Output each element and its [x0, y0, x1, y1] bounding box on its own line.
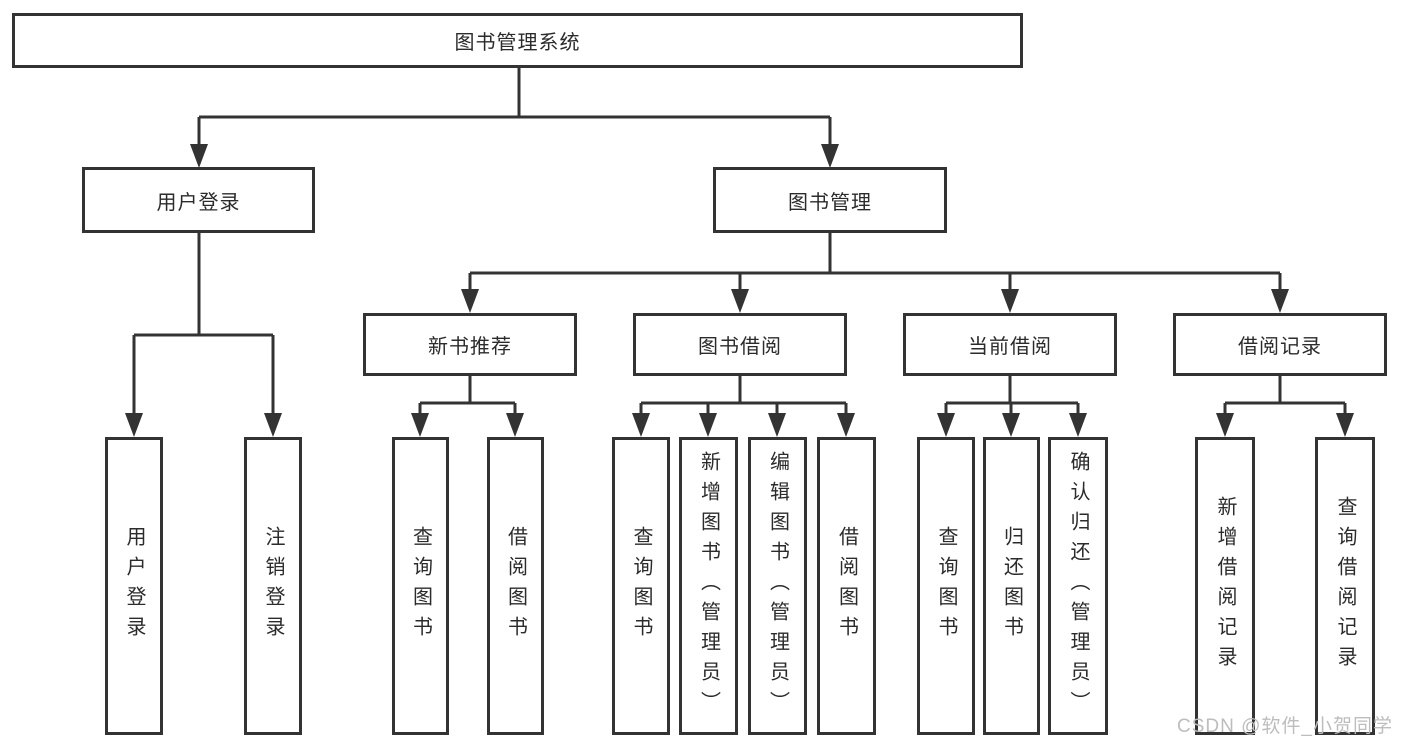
- node-book-borrow-label: 图书借阅: [698, 336, 782, 358]
- node-borrow-record-label: 借阅记录: [1238, 336, 1322, 358]
- node-book-borrow: 图书借阅: [633, 313, 847, 376]
- leaf-edit-book-admin: 编辑图书（管理员）: [748, 437, 807, 735]
- leaf-query-book-2: 查询图书: [612, 437, 670, 735]
- leaf-borrow-book-2-label: 借阅图书: [835, 526, 858, 646]
- node-root-label: 图书管理系统: [454, 32, 581, 54]
- node-new-book-recommend: 新书推荐: [363, 313, 577, 376]
- leaf-add-book-admin: 新增图书（管理员）: [679, 437, 738, 735]
- node-new-book-recommend-label: 新书推荐: [428, 336, 512, 358]
- leaf-borrow-book-1-label: 借阅图书: [504, 526, 527, 646]
- leaf-add-borrow-record-label: 新增借阅记录: [1214, 496, 1236, 676]
- leaf-logout-label: 注销登录: [262, 526, 284, 646]
- leaf-query-borrow-record-label: 查询借阅记录: [1334, 496, 1356, 676]
- leaf-query-book-1-label: 查询图书: [409, 526, 432, 646]
- arrowhead-icons: [125, 144, 1354, 437]
- node-root: 图书管理系统: [12, 13, 1023, 68]
- leaf-query-book-3: 查询图书: [917, 437, 975, 735]
- leaf-return-book: 归还图书: [983, 437, 1040, 735]
- leaf-query-book-1: 查询图书: [392, 437, 449, 735]
- leaf-query-borrow-record: 查询借阅记录: [1315, 437, 1375, 735]
- leaf-add-borrow-record: 新增借阅记录: [1195, 437, 1255, 735]
- leaf-query-book-3-label: 查询图书: [935, 526, 957, 646]
- node-book-management: 图书管理: [713, 167, 947, 233]
- node-current-borrow: 当前借阅: [903, 313, 1117, 376]
- node-user-login-label: 用户登录: [156, 191, 241, 214]
- leaf-borrow-book-1: 借阅图书: [487, 437, 544, 735]
- leaf-user-login: 用户登录: [105, 437, 163, 735]
- leaf-confirm-return-admin-label: 确认归还（管理员）: [1067, 451, 1089, 721]
- leaf-borrow-book-2: 借阅图书: [817, 437, 876, 735]
- node-book-management-label: 图书管理: [788, 191, 872, 214]
- leaf-logout: 注销登录: [244, 437, 302, 735]
- leaf-confirm-return-admin: 确认归还（管理员）: [1048, 437, 1108, 735]
- leaf-add-book-admin-label: 新增图书（管理员）: [697, 451, 720, 721]
- leaf-edit-book-admin-label: 编辑图书（管理员）: [766, 451, 789, 721]
- tree-edges: [132, 68, 1347, 419]
- node-user-login: 用户登录: [82, 167, 315, 233]
- watermark: CSDN @软件_小贺同学: [1177, 716, 1393, 737]
- node-borrow-record: 借阅记录: [1173, 313, 1387, 376]
- leaf-query-book-2-label: 查询图书: [630, 526, 652, 646]
- node-current-borrow-label: 当前借阅: [968, 336, 1052, 358]
- leaf-return-book-label: 归还图书: [1000, 526, 1023, 646]
- leaf-user-login-label: 用户登录: [123, 526, 145, 646]
